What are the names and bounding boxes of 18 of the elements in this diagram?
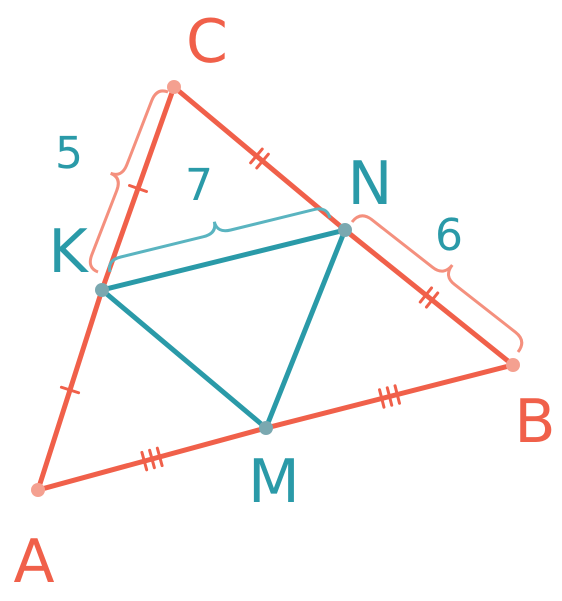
line-segment xyxy=(348,232,510,364)
length-label: 7 xyxy=(185,162,213,210)
vertex-label: M xyxy=(248,450,296,514)
line-segment xyxy=(106,229,341,291)
line-segment xyxy=(176,89,342,228)
length-label: 6 xyxy=(435,212,463,260)
length-label: 5 xyxy=(55,130,83,178)
vertex-label: N xyxy=(346,152,394,216)
vertex-label: C xyxy=(185,10,229,74)
line-segment xyxy=(266,234,345,424)
line-segment xyxy=(38,294,102,486)
line-segment xyxy=(102,91,174,286)
line-segment xyxy=(104,292,264,426)
vertex-label: K xyxy=(47,220,90,284)
line-segment xyxy=(42,427,262,491)
vertex-label: A xyxy=(12,530,56,594)
vertex-label: B xyxy=(513,390,557,454)
line-segment xyxy=(270,364,509,429)
